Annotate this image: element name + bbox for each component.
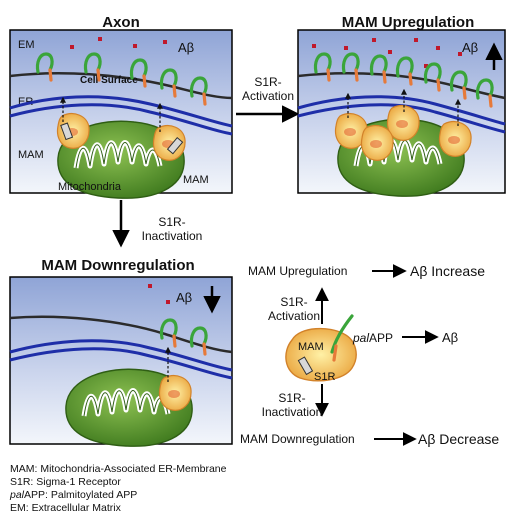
schematic-abeta-label: Aβ bbox=[442, 330, 458, 345]
s1r-receptor bbox=[297, 356, 314, 376]
abeta-dot bbox=[414, 38, 418, 42]
panel-axon: Axon EM ER Aβ Cell Surface MAM MAM Mitoc… bbox=[9, 14, 233, 198]
mam-downregulation-label: MAM Downregulation bbox=[240, 432, 355, 446]
mam-blob bbox=[438, 121, 472, 157]
abeta-dot bbox=[424, 64, 428, 68]
palapp-label: palAPP bbox=[352, 331, 393, 345]
mam-blob bbox=[158, 375, 192, 411]
mam-blob bbox=[360, 125, 394, 161]
activation-label-line2: Activation bbox=[242, 89, 294, 103]
schematic-mam-label: MAM bbox=[298, 341, 324, 353]
mam-label: MAM bbox=[18, 149, 44, 161]
s1r-receptor bbox=[60, 122, 74, 141]
er-membrane bbox=[297, 103, 506, 134]
legend-palapp: palAPP: Palmitoylated APP bbox=[9, 489, 137, 501]
legend: MAM: Mitochondria-Associated ER-Membrane… bbox=[9, 463, 227, 514]
inactivation-label-line2: Inactivation bbox=[142, 229, 203, 243]
palapp-protein bbox=[330, 314, 354, 354]
panel-mam-upregulation: MAM Upregulation Aβ bbox=[297, 14, 506, 196]
palapp-tail bbox=[332, 344, 338, 362]
er-membrane bbox=[9, 347, 233, 380]
activation-label-line1: S1R- bbox=[254, 75, 281, 89]
abeta-dot bbox=[70, 45, 74, 49]
abeta-dot bbox=[163, 40, 167, 44]
er-membrane bbox=[297, 95, 506, 126]
abeta-dot bbox=[148, 284, 152, 288]
schematic: MAM Upregulation Aβ Increase S1R- Activa… bbox=[240, 263, 499, 447]
cell-surface-membrane bbox=[9, 315, 233, 354]
abeta-dot bbox=[344, 46, 348, 50]
abeta-dot bbox=[372, 38, 376, 42]
abeta-increase-label: Aβ Increase bbox=[410, 263, 485, 279]
schematic-inactivation-line2: Inactivation bbox=[262, 405, 323, 419]
cell-surface-membrane bbox=[9, 71, 233, 100]
abeta-dot bbox=[166, 300, 170, 304]
panel-mam-downregulation: MAM Downregulation Aβ bbox=[9, 257, 233, 446]
mam-label: MAM bbox=[183, 174, 209, 186]
cell-surface-label: Cell Surface bbox=[80, 75, 138, 86]
abeta-label: Aβ bbox=[462, 40, 478, 55]
upregulation-title: MAM Upregulation bbox=[342, 14, 475, 31]
mitochondria-label: Mitochondria bbox=[58, 181, 122, 193]
abeta-dot bbox=[312, 44, 316, 48]
s1r-receptor bbox=[166, 137, 184, 155]
abeta-dot bbox=[458, 52, 462, 56]
mam-blob bbox=[56, 113, 90, 149]
er-membrane bbox=[9, 339, 233, 372]
inactivation-arrow-group: S1R- Inactivation bbox=[112, 200, 203, 248]
legend-s1r: S1R: Sigma-1 Receptor bbox=[10, 476, 121, 488]
abeta-dot bbox=[133, 44, 137, 48]
schematic-activation-line1: S1R- bbox=[280, 295, 307, 309]
abeta-dot bbox=[388, 50, 392, 54]
activation-arrow-group: S1R- Activation bbox=[236, 75, 300, 123]
mam-upregulation-label: MAM Upregulation bbox=[248, 264, 347, 278]
abeta-label: Aβ bbox=[176, 290, 192, 305]
er-membrane bbox=[9, 103, 233, 136]
em-label: EM bbox=[18, 39, 35, 51]
axon-title: Axon bbox=[102, 14, 140, 31]
abeta-dot bbox=[436, 46, 440, 50]
schematic-s1r-label: S1R bbox=[314, 371, 335, 383]
schematic-inactivation-line1: S1R- bbox=[278, 391, 305, 405]
abeta-label: Aβ bbox=[178, 40, 194, 55]
inactivation-label-line1: S1R- bbox=[158, 215, 185, 229]
er-membrane bbox=[9, 95, 233, 128]
legend-mam: MAM: Mitochondria-Associated ER-Membrane bbox=[10, 463, 227, 475]
abeta-dot bbox=[98, 37, 102, 41]
abeta-decrease-label: Aβ Decrease bbox=[418, 431, 499, 447]
legend-em: EM: Extracellular Matrix bbox=[10, 502, 122, 514]
schematic-activation-line2: Activation bbox=[268, 309, 320, 323]
downregulation-title: MAM Downregulation bbox=[41, 257, 194, 274]
